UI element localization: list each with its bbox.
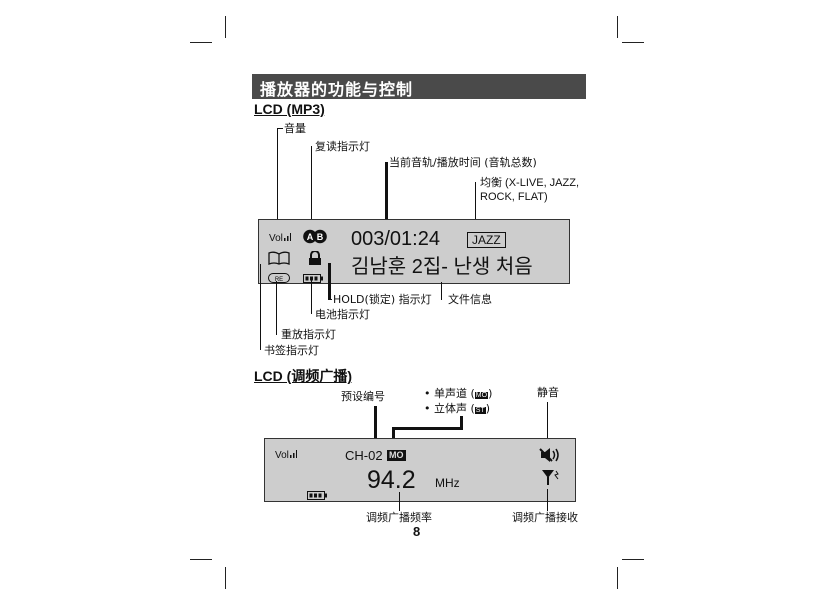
mute-label: 静音 (537, 386, 559, 399)
volume-text: Vol (269, 233, 283, 244)
battery-label: 电池指示灯 (315, 308, 370, 321)
stereo-close-paren: ) (485, 402, 491, 415)
hold-lock-icon (307, 250, 323, 269)
frequency-label: 调频广播频率 (366, 511, 432, 524)
leader-line (475, 182, 476, 228)
replay-icon-text: RE (275, 277, 283, 283)
leader-line (277, 128, 278, 219)
frequency-unit: MHz (435, 476, 460, 490)
battery-icon (307, 485, 327, 504)
leader-line (392, 427, 395, 448)
battery-icon (303, 268, 323, 287)
fm-section-title: LCD (调频广播) (254, 368, 352, 384)
volume-text: Vol (275, 450, 289, 461)
mono-label: • 单声道 (MO) (424, 387, 492, 403)
ab-repeat-icon: A B (303, 229, 327, 248)
crop-mark (617, 567, 618, 589)
hold-label: HOLD(锁定) 指示灯 (333, 293, 432, 306)
stereo-icon: ST (474, 407, 486, 414)
mp3-section-title: LCD (MP3) (254, 101, 325, 117)
section-header: 播放器的功能与控制 (252, 74, 586, 99)
leader-line (392, 427, 463, 430)
reception-label: 调频广播接收 (512, 511, 578, 524)
frequency-value: 94.2 (367, 466, 416, 494)
file-info-value: 김남훈 2집- 난생 처음 (351, 256, 533, 278)
eq-mode-box: JAZZ (467, 232, 506, 248)
crop-mark (617, 16, 618, 38)
leader-line (260, 264, 261, 350)
crop-mark (225, 16, 226, 38)
track-time-label: 当前音轨/播放时间 (音轨总数) (389, 156, 537, 169)
track-time-value: 003/01:24 (351, 228, 440, 250)
volume-bars-icon (283, 233, 291, 241)
stereo-label-text: • 立体声 ( (424, 402, 475, 415)
mono-icon: MO (474, 392, 489, 399)
volume-indicator: Vol (269, 233, 291, 244)
leader-line (441, 282, 442, 300)
ab-a-text: A (307, 232, 314, 242)
leader-line (547, 402, 548, 440)
volume-label: 音量 (284, 122, 306, 135)
repeat-label: 复读指示灯 (315, 140, 370, 153)
fm-lcd-screen: Vol CH-02 MO 94.2 MHz (264, 438, 576, 502)
crop-mark (622, 42, 644, 43)
crop-mark (622, 559, 644, 560)
crop-mark (190, 559, 212, 560)
mp3-lcd-screen: Vol A B 003/01:24 JAZZ 김남훈 2집- 난생 처음 RE (258, 219, 570, 284)
mono-close-paren: ) (488, 387, 493, 400)
antenna-signal-icon (541, 468, 561, 490)
leader-line (311, 280, 312, 314)
preset-label: 预设编号 (341, 390, 385, 403)
crop-mark (190, 42, 212, 43)
header-title: 播放器的功能与控制 (260, 80, 414, 99)
leader-line (385, 162, 388, 222)
leader-line (399, 492, 400, 511)
eq-label-line2: ROCK, FLAT) (480, 191, 548, 203)
leader-line (311, 146, 312, 219)
leader-line (328, 263, 331, 300)
file-info-label: 文件信息 (448, 293, 492, 306)
replay-icon: RE (268, 268, 290, 287)
crop-mark (225, 567, 226, 589)
mono-label-text: • 单声道 ( (424, 387, 475, 400)
eq-label-line1: 均衡 (X-LIVE, JAZZ, (480, 177, 580, 189)
stereo-label: • 立体声 (ST) (424, 402, 490, 418)
bookmark-label: 书签指示灯 (264, 344, 319, 357)
bookmark-icon (268, 250, 290, 269)
volume-indicator: Vol (275, 450, 297, 461)
ab-b-text: B (317, 232, 324, 242)
leader-line (374, 406, 377, 446)
leader-line (276, 281, 277, 335)
leader-line (277, 128, 283, 129)
leader-line (547, 489, 548, 511)
leader-line (460, 416, 463, 429)
mute-icon (539, 447, 561, 467)
mono-mode-indicator: MO (387, 450, 406, 461)
page-number: 8 (413, 524, 421, 539)
channel-value: CH-02 (345, 448, 383, 463)
leader-line (328, 299, 332, 300)
replay-label: 重放指示灯 (281, 328, 336, 341)
volume-bars-icon (289, 450, 297, 458)
